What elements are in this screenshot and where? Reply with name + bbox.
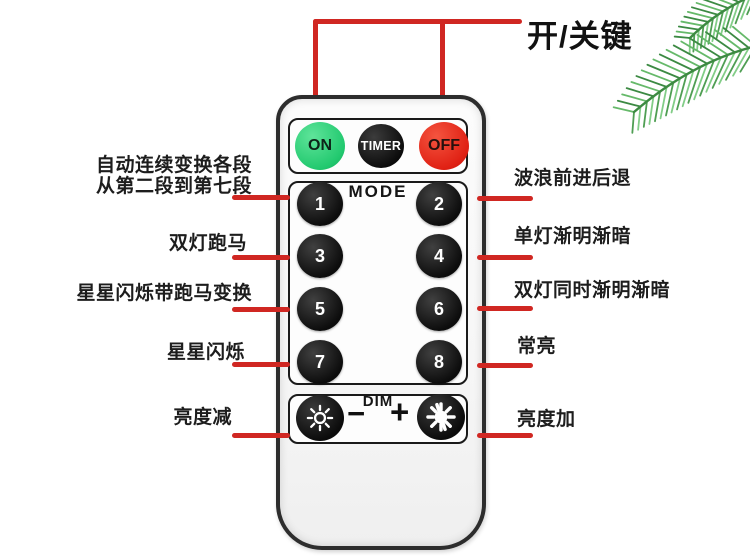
callout-line-off-vertical (440, 19, 445, 118)
callout-line-button8 (477, 363, 533, 368)
mode-panel: MODE 1 2 3 4 5 6 7 8 (288, 181, 468, 385)
callout-line-button4 (477, 255, 533, 260)
sun-bright-icon (426, 402, 456, 432)
mode-button-4: 4 (416, 234, 462, 278)
callout-label-single-fade: 单灯渐明渐暗 (514, 226, 632, 247)
power-buttons-panel: ON TIMER OFF (288, 118, 469, 174)
mode-button-8: 8 (416, 340, 462, 384)
dim-panel: DIM − + (288, 393, 468, 444)
callout-label-dual-chase: 双灯跑马 (168, 233, 247, 254)
remote-control: ON TIMER OFF MODE 1 2 3 4 5 6 7 8 DIM (276, 95, 486, 550)
timer-button-label: TIMER (360, 139, 402, 153)
dim-decrease-button (296, 395, 344, 441)
callout-line-button6 (477, 306, 533, 311)
callout-label-auto-change: 自动连续变换各段 从第二段到第七段 (95, 155, 252, 197)
dim-panel-title: DIM (362, 393, 394, 410)
on-button-label: ON (308, 137, 332, 154)
mode-button-1: 1 (297, 182, 343, 226)
mode-button-2: 2 (416, 182, 462, 226)
mode-button-7: 7 (297, 340, 343, 384)
off-button: OFF (419, 122, 469, 170)
callout-label-twinkle: 星星闪烁 (166, 342, 245, 363)
callout-label-twinkle-chase: 星星闪烁带跑马变换 (76, 283, 252, 304)
callout-line-button5 (232, 307, 290, 312)
off-button-label: OFF (428, 137, 460, 154)
dim-increase-button (417, 394, 465, 440)
mode-button-5: 5 (297, 287, 343, 331)
dim-plus-sign: + (390, 393, 410, 430)
dim-minus-sign: − (347, 396, 366, 431)
callout-line-button2 (477, 196, 533, 201)
timer-button: TIMER (358, 124, 404, 168)
callout-label-dual-fade: 双灯同时渐明渐暗 (514, 280, 671, 301)
callout-line-on-vertical (313, 19, 318, 118)
callout-label-brightness-up: 亮度加 (517, 409, 576, 430)
callout-line-button7 (232, 362, 290, 367)
callout-line-button1 (232, 195, 290, 200)
on-button: ON (295, 122, 345, 170)
callout-line-power-horizontal (313, 19, 522, 24)
callout-label-steady-on: 常亮 (517, 336, 557, 357)
callout-label-wave: 波浪前进后退 (514, 168, 632, 189)
mode-button-3: 3 (297, 234, 343, 278)
callout-line-button3 (232, 255, 290, 260)
sun-dim-icon (306, 404, 334, 432)
callout-label-brightness-down: 亮度减 (173, 407, 232, 428)
mode-panel-title: MODE (348, 182, 408, 201)
callout-line-dim-minus (232, 433, 290, 438)
callout-line-dim-plus (477, 433, 533, 438)
mode-button-6: 6 (416, 287, 462, 331)
power-key-label: 开/关键 (527, 19, 633, 54)
